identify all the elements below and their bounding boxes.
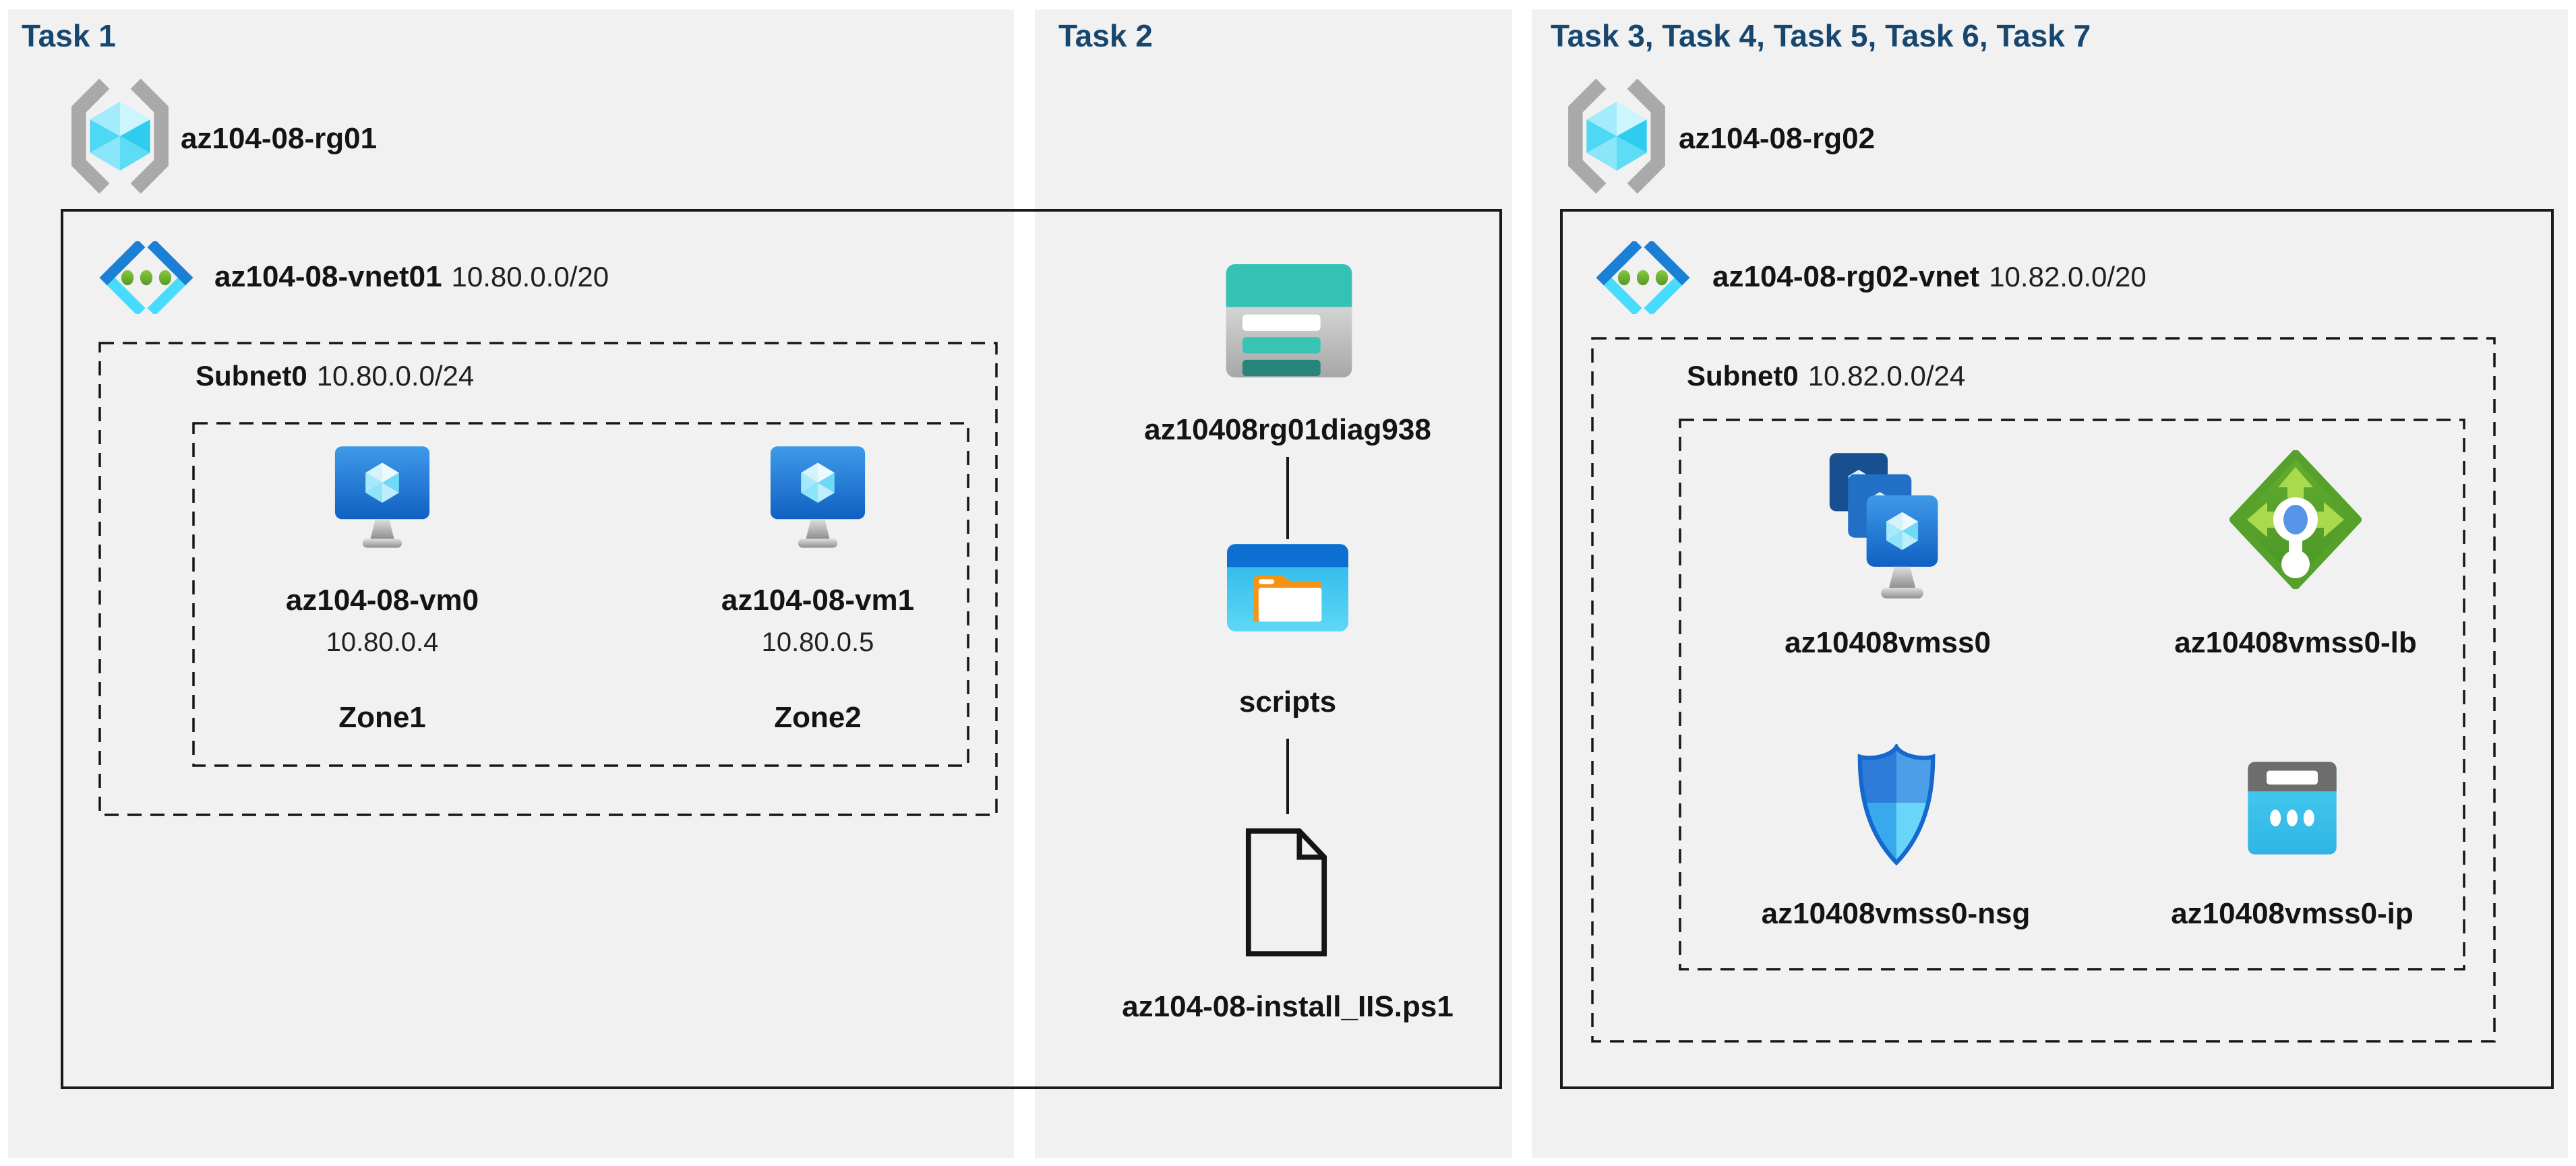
virtual-machine-icon [770,446,866,548]
task3-panel [1532,9,2568,1158]
vnet01-label: az104-08-vnet01 10.80.0.0/20 [214,260,609,294]
task2-heading: Task 2 [1058,18,1153,53]
virtual-network-icon [1596,241,1690,314]
public-ip-icon [2248,762,2337,855]
subnet0-rg02-cidr: 10.82.0.0/24 [1807,360,1966,392]
vm0-zone: Zone1 [338,701,426,734]
resource-group-icon [71,78,169,194]
container-label: scripts [1238,685,1337,718]
rg02-vnet-cidr: 10.82.0.0/20 [1989,261,2147,293]
virtual-network-icon [99,241,193,314]
subnet0-name: Subnet0 [196,360,307,392]
nsg-icon [1857,744,1936,866]
vm0-labels: az104-08-vm0 10.80.0.4 Zone1 [261,584,504,735]
rg02-vnet-boundary-box [1560,209,2554,1089]
vm1-labels: az104-08-vm1 10.80.0.5 Zone2 [696,584,939,735]
storage-account-icon [1226,264,1352,377]
vm1-name: az104-08-vm1 [721,584,915,617]
vm1-ip: 10.80.0.5 [761,627,874,657]
vmss-dashed-box [1679,419,2465,971]
public-ip-label: az10408vmss0-ip [2171,897,2414,930]
subnet0-rg02-label: Subnet0 10.82.0.0/24 [1687,360,1965,392]
zones-dashed-box [192,422,969,767]
rg02-name: az104-08-rg02 [1679,122,1876,155]
resource-group-label: az104-08-rg01 [181,121,377,156]
nsg-label: az10408vmss0-nsg [1761,897,2031,930]
vm0-ip: 10.80.0.4 [326,627,439,657]
task3-heading: Task 3, Task 4, Task 5, Task 6, Task 7 [1551,18,2091,53]
vm0-name: az104-08-vm0 [285,584,479,617]
vnet01-cidr: 10.80.0.0/20 [451,261,609,293]
script-file-label: az104-08-install_IIS.ps1 [1122,990,1454,1023]
subnet0-rg02-name: Subnet0 [1687,360,1799,392]
resource-group-label: az104-08-rg02 [1679,121,1875,156]
subnet0-dashed-box [98,342,998,816]
virtual-machine-icon [334,446,430,548]
rg02-vnet-name: az104-08-rg02-vnet [1712,260,1980,293]
connector-container-to-file [1286,739,1289,814]
vmss-label: az10408vmss0 [1785,626,1991,659]
resource-group-icon [1568,78,1665,194]
rg02-vnet-label: az104-08-rg02-vnet 10.82.0.0/20 [1712,260,2147,294]
vnet01-boundary-box [61,209,1502,1089]
load-balancer-label: az10408vmss0-lb [2174,626,2417,659]
load-balancer-icon [2229,450,2362,589]
script-file-icon [1245,828,1327,956]
task1-panel [8,9,1014,1158]
connector-storage-to-container [1286,457,1289,539]
blob-container-icon [1227,544,1348,632]
vnet01-name: az104-08-vnet01 [214,260,442,293]
subnet0-cidr: 10.80.0.0/24 [316,360,475,392]
vm1-zone: Zone2 [774,701,862,734]
storage-account-label: az10408rg01diag938 [1144,413,1431,446]
vmss-icon [1829,453,1938,599]
task1-heading: Task 1 [22,18,116,53]
rg01-name: az104-08-rg01 [181,122,378,155]
subnet0-label: Subnet0 10.80.0.0/24 [196,360,474,392]
